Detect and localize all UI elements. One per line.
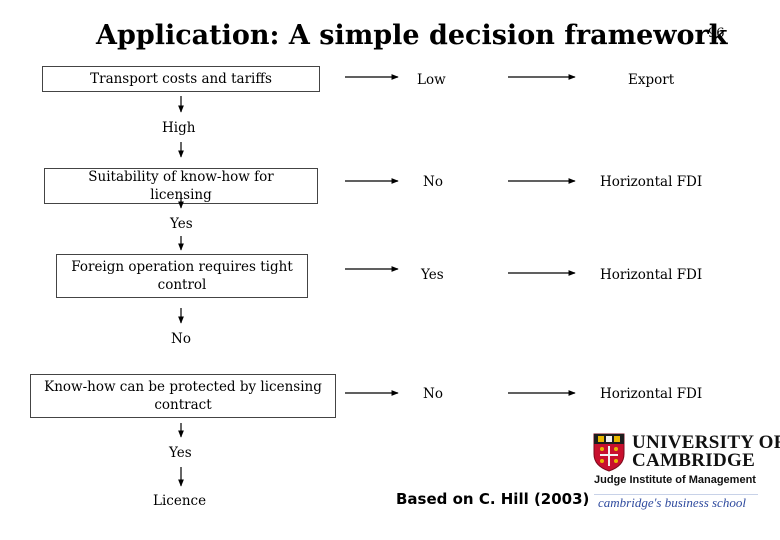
answer-yes: Yes [421, 267, 444, 283]
outcome-horizontal-fdi: Horizontal FDI [600, 386, 703, 402]
answer-no: No [423, 386, 443, 402]
branch-label-no: No [171, 331, 191, 347]
page-title: Application: A simple decision framework [96, 20, 728, 51]
final-outcome-licence: Licence [153, 493, 207, 509]
outcome-horizontal-fdi: Horizontal FDI [600, 174, 703, 190]
decision-box-tight-control: Foreign operation requires tight control [56, 254, 308, 298]
outcome-export: Export [628, 72, 675, 88]
slide-number: 96 [708, 26, 725, 41]
decision-box-label: Foreign operation requires tight control [71, 259, 293, 293]
decision-box-know-how-protection: Know-how can be protected by licensing c… [30, 374, 336, 418]
cambridge-shield-icon [593, 433, 625, 472]
branch-label-yes: Yes [170, 216, 193, 232]
source-credit: Based on C. Hill (2003) [396, 490, 590, 508]
branch-label-yes: Yes [169, 445, 192, 461]
branch-label-high: High [162, 120, 196, 136]
decision-box-label: Transport costs and tariffs [90, 71, 272, 87]
logo-line-cambridge: CAMBRIDGE [632, 450, 756, 471]
outcome-horizontal-fdi: Horizontal FDI [600, 267, 703, 283]
answer-no: No [423, 174, 443, 190]
logo-line-university: UNIVERSITY OF [632, 432, 780, 453]
logo-tagline: cambridge's business school [594, 494, 758, 513]
logo-line-judge-institute: Judge Institute of Management [594, 474, 756, 486]
cambridge-logo: UNIVERSITY OF CAMBRIDGE Judge Institute … [592, 430, 780, 520]
decision-box-label: Know-how can be protected by licensing c… [44, 379, 322, 413]
answer-low: Low [417, 72, 446, 88]
decision-box-transport-costs: Transport costs and tariffs [42, 66, 320, 92]
